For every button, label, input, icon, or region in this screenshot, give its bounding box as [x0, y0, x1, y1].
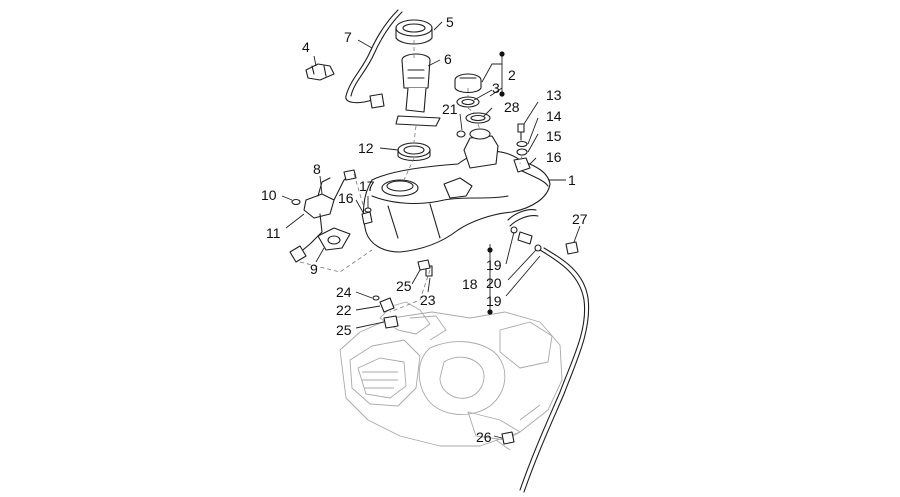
fuel-level-sensor	[289, 169, 357, 263]
fitting-25-lower	[383, 315, 399, 329]
callout-1: 1	[568, 172, 576, 188]
pump-gasket	[397, 142, 431, 162]
fuel-hose	[345, 9, 403, 109]
assembly-guide-lines	[299, 40, 523, 313]
callout-13: 13	[546, 87, 562, 103]
callout-18: 18	[462, 276, 478, 292]
leader-lines	[281, 21, 581, 439]
callout-7: 7	[344, 29, 352, 45]
callout-10: 10	[261, 187, 277, 203]
callout-labels: 1 2 3 4 5 6 7 8 9 10 11 12 13 14 15 16 1…	[261, 14, 588, 445]
callout-22: 22	[336, 302, 352, 318]
callout-28: 28	[504, 99, 520, 115]
callout-2: 2	[508, 67, 516, 83]
gasket-ring-3	[456, 96, 480, 108]
gasket-ring-28	[465, 112, 491, 124]
fuel-pump	[395, 53, 441, 127]
breather-hose	[507, 209, 590, 493]
pump-ring-nut	[395, 19, 433, 45]
callout-26: 26	[476, 429, 492, 445]
hose-clamp-22	[379, 297, 395, 313]
bushing-15	[516, 148, 528, 156]
hose-clip	[305, 63, 335, 81]
clip-17	[364, 207, 372, 213]
kit-bullets	[487, 51, 505, 315]
screw-13	[517, 123, 525, 141]
callout-16-right: 16	[546, 149, 562, 165]
washer-14	[516, 140, 528, 148]
callout-25-upper: 25	[396, 278, 412, 294]
callout-25-lower: 25	[336, 322, 352, 338]
fuel-filler-cap	[454, 73, 482, 94]
callout-20: 20	[486, 275, 502, 291]
callout-9: 9	[310, 261, 318, 277]
callout-16-left: 16	[338, 190, 354, 206]
callout-6: 6	[444, 51, 452, 67]
clip-26	[501, 431, 515, 445]
sensor-gasket	[317, 227, 351, 251]
callout-4: 4	[302, 39, 310, 55]
callout-11: 11	[266, 225, 281, 241]
callout-15: 15	[546, 128, 562, 144]
callout-5: 5	[446, 14, 454, 30]
engine-ghost	[339, 301, 563, 451]
callout-19-lower: 19	[486, 293, 502, 309]
clip-27	[565, 241, 579, 255]
callout-21: 21	[442, 101, 458, 117]
callout-14: 14	[546, 108, 562, 124]
callout-27: 27	[572, 211, 588, 227]
fitting-25-upper	[417, 259, 431, 271]
callout-24: 24	[336, 284, 352, 300]
bushing-21	[456, 130, 466, 138]
callout-19-upper: 19	[486, 257, 502, 273]
fuel-tank	[362, 128, 551, 253]
callout-23: 23	[420, 292, 436, 308]
callout-12: 12	[358, 140, 374, 156]
callout-17: 17	[359, 178, 375, 194]
callout-8: 8	[313, 161, 321, 177]
spacer-16	[361, 211, 373, 225]
callout-3: 3	[492, 80, 500, 96]
washer-24	[372, 295, 380, 301]
